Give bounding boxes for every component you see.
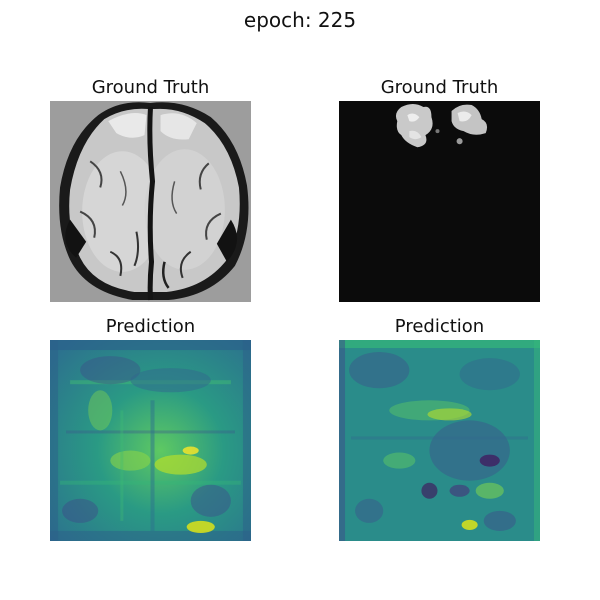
- panel-title: Prediction: [394, 316, 485, 337]
- brain-mri-image: [50, 101, 251, 302]
- panel-title: Prediction: [105, 316, 196, 337]
- panel-ground-truth-image: Ground Truth: [50, 75, 251, 302]
- prediction-image: [50, 340, 251, 541]
- panel-prediction-image: Prediction: [50, 314, 251, 541]
- segmentation-mask-image: [339, 101, 540, 302]
- panel-title: Ground Truth: [380, 77, 499, 98]
- panel-ground-truth-mask: Ground Truth: [339, 75, 540, 302]
- panel-title: Ground Truth: [91, 77, 210, 98]
- prediction-mask-image: [339, 340, 540, 541]
- panel-prediction-mask: Prediction: [339, 314, 540, 541]
- figure-title: epoch: 225: [243, 8, 357, 32]
